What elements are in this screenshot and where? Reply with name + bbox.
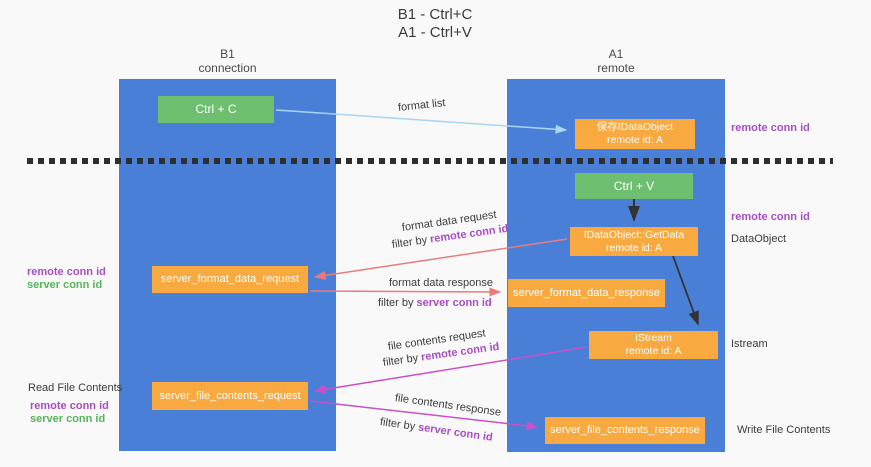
- right-mid-remote-conn-id-label: remote conn id: [731, 211, 810, 223]
- ctrl-c-node: Ctrl + C: [158, 96, 274, 123]
- server-format-data-response-node: server_format_data_response: [508, 279, 665, 307]
- left-mid-remote-conn-id-label: remote conn id: [27, 266, 106, 278]
- format-data-response-arrow: [309, 287, 502, 297]
- server-format-data-response-label: server_format_data_response: [513, 286, 660, 299]
- istream-line2: remote id: A: [625, 345, 682, 357]
- left-lifeline-role: connection: [198, 61, 257, 75]
- ctrl-v-label: Ctrl + V: [613, 178, 655, 193]
- read-file-contents-label: Read File Contents: [28, 382, 123, 394]
- left-lifeline-name: B1: [220, 47, 235, 61]
- file-contents-response-label: file contents response: [394, 392, 502, 419]
- write-file-contents-label: Write File Contents: [737, 424, 831, 436]
- diagram-title: B1 - Ctrl+C A1 - Ctrl+V: [330, 6, 540, 42]
- ctrl-c-label: Ctrl + C: [195, 102, 237, 116]
- left-bottom-server-conn-id-label: server conn id: [30, 413, 106, 425]
- getdata-line1: IDataObject::GetData: [583, 228, 685, 241]
- istream-side-label: Istream: [731, 338, 768, 350]
- server-file-contents-response-label: server_file_contents_response: [550, 424, 700, 436]
- save-idataobject-node: 保存IDataObject remote id: A: [575, 119, 695, 149]
- server-conn-id-value: server conn id: [417, 421, 494, 444]
- save-idataobject-line1: 保存IDataObject: [596, 121, 674, 133]
- save-idataobject-line2: remote id: A: [606, 134, 664, 146]
- istream-line1: IStream: [635, 332, 672, 344]
- right-lifeline-role: remote: [597, 61, 635, 75]
- filter-by-text: filter by: [391, 233, 431, 251]
- right-lifeline-header: A1 remote: [507, 47, 725, 75]
- format-data-response-label: format data response: [389, 277, 493, 289]
- filter-by-text: filter by: [378, 297, 417, 309]
- filter-by-text: filter by: [379, 416, 419, 434]
- right-lifeline-name: A1: [608, 47, 624, 61]
- title-line-1: B1 - Ctrl+C: [397, 6, 473, 23]
- format-list-label: format list: [397, 97, 447, 114]
- left-lifeline-header: B1 connection: [119, 47, 336, 75]
- server-file-contents-response-node: server_file_contents_response: [545, 417, 705, 444]
- server-format-data-request-label: server_format_data_request: [160, 273, 300, 285]
- server-conn-id-value: server conn id: [416, 297, 492, 309]
- istream-node: IStream remote id: A: [589, 331, 718, 359]
- filter-by-server-conn-id-label-1: filter by server conn id: [378, 297, 492, 309]
- right-top-remote-conn-id-label: remote conn id: [731, 122, 810, 134]
- getdata-line2: remote id: A: [605, 241, 663, 254]
- title-line-2: A1 - Ctrl+V: [398, 24, 472, 41]
- server-file-contents-request-label: server_file_contents_request: [159, 389, 301, 402]
- phase-separator-dashed-line: [27, 158, 833, 164]
- filter-by-text: filter by: [382, 351, 422, 369]
- idataobject-getdata-node: IDataObject::GetData remote id: A: [570, 227, 698, 256]
- filter-by-server-conn-id-label-2: filter by server conn id: [379, 416, 493, 444]
- server-format-data-request-node: server_format_data_request: [152, 266, 308, 293]
- server-file-contents-request-node: server_file_contents_request: [152, 382, 308, 410]
- dataobject-label: DataObject: [731, 233, 787, 245]
- left-mid-server-conn-id-label: server conn id: [27, 279, 103, 291]
- ctrl-v-node: Ctrl + V: [575, 173, 693, 199]
- left-bottom-remote-conn-id-label: remote conn id: [30, 400, 109, 412]
